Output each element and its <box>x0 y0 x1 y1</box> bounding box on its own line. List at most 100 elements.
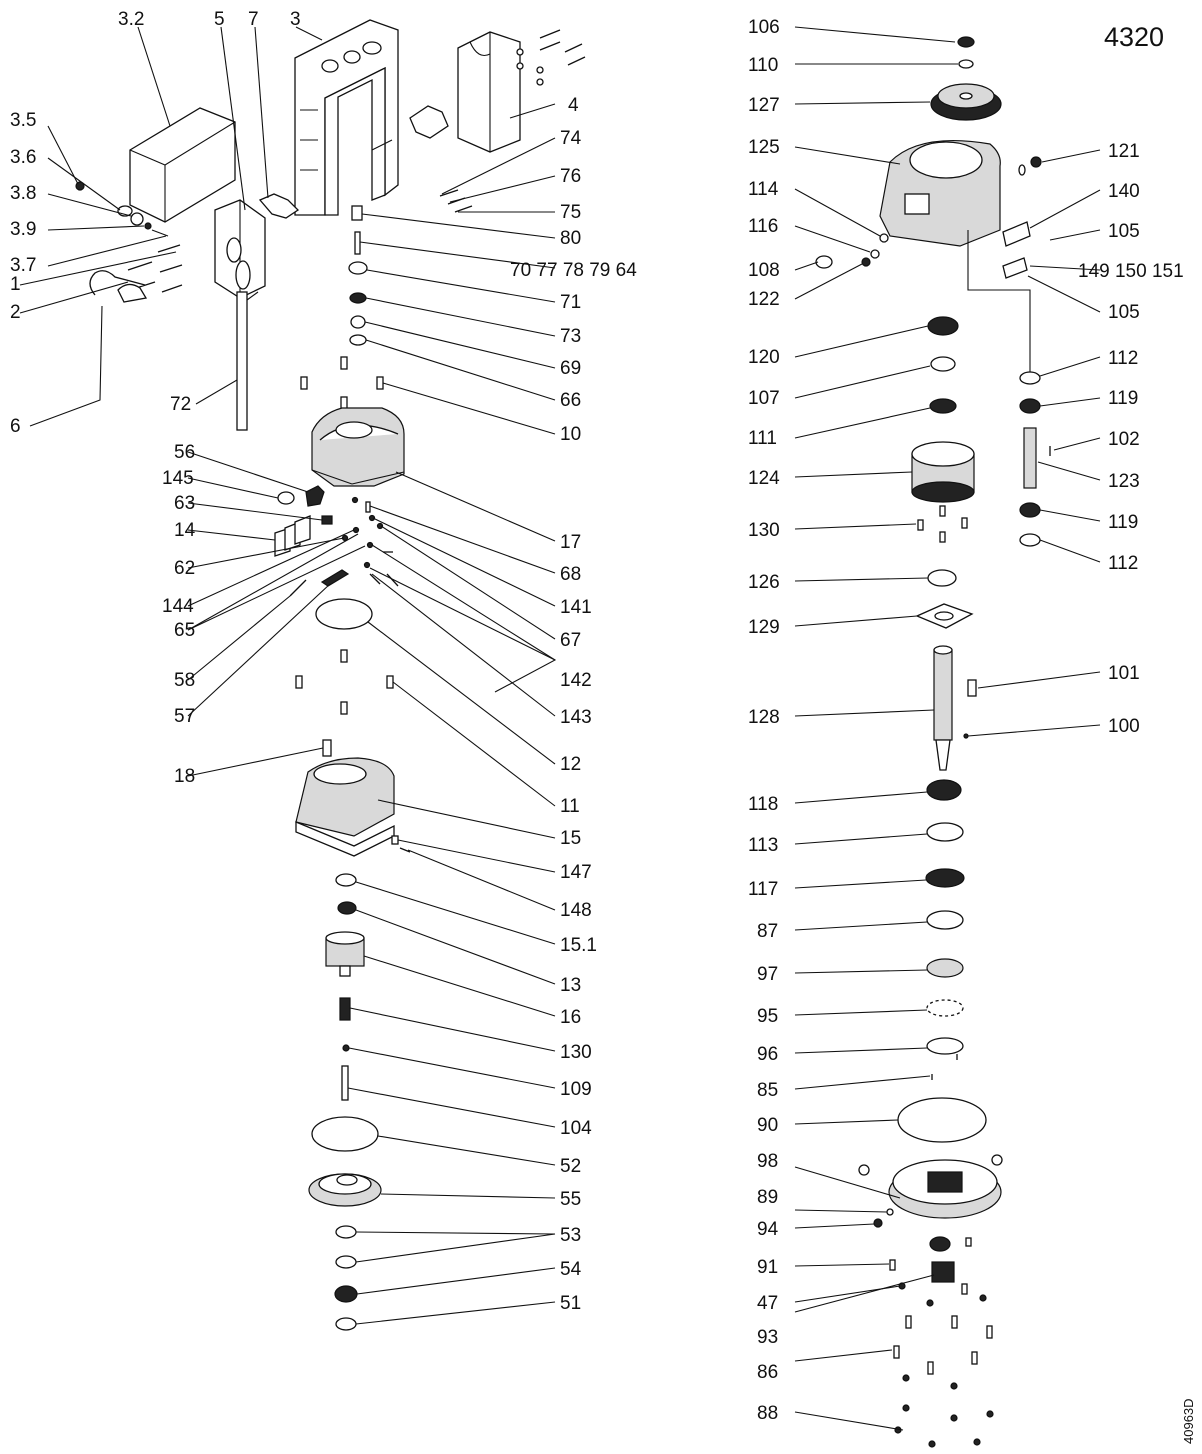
callout-102: 102 <box>1108 429 1140 450</box>
callout-85: 85 <box>757 1080 778 1101</box>
callout-86: 86 <box>757 1362 778 1383</box>
callout-76: 76 <box>560 166 581 187</box>
part-spur-gear <box>325 931 365 977</box>
leader-lines <box>19 26 1101 1431</box>
callout-3-6: 3.6 <box>10 147 36 168</box>
callout-117: 117 <box>748 879 778 900</box>
callout-17: 17 <box>560 532 581 553</box>
callout-67: 67 <box>560 630 581 651</box>
part-lever <box>235 260 259 431</box>
callout-142: 142 <box>560 670 592 691</box>
callout-119-b: 119 <box>1108 512 1138 533</box>
callout-124: 124 <box>748 468 780 489</box>
callout-93: 93 <box>757 1327 778 1348</box>
part-gear-housing <box>879 139 1001 247</box>
callout-2: 2 <box>10 302 21 323</box>
callout-3-7: 3.7 <box>10 255 36 276</box>
callout-56: 56 <box>174 442 195 463</box>
callout-128: 128 <box>748 707 780 728</box>
callout-105-a: 105 <box>1108 221 1140 242</box>
callout-62: 62 <box>174 558 195 579</box>
callout-130-center: 130 <box>560 1042 592 1063</box>
callout-130-right: 130 <box>748 520 780 541</box>
callout-69: 69 <box>560 358 581 379</box>
callout-100: 100 <box>1108 716 1140 737</box>
callout-126: 126 <box>748 572 780 593</box>
callout-6: 6 <box>10 416 21 437</box>
part-top-gear <box>930 83 1002 121</box>
callout-95: 95 <box>757 1006 778 1027</box>
callout-15: 15 <box>560 828 581 849</box>
callout-121: 121 <box>1108 141 1140 162</box>
part-output-shaft <box>933 645 953 771</box>
callout-112-b: 112 <box>1108 553 1138 574</box>
callout-120: 120 <box>748 347 780 368</box>
callout-18: 18 <box>174 766 195 787</box>
part-bracket-plate <box>129 107 236 223</box>
callout-119-a: 119 <box>1108 388 1138 409</box>
callout-1: 1 <box>10 274 21 295</box>
callout-63: 63 <box>174 493 195 514</box>
callout-141: 141 <box>560 597 592 618</box>
callout-4: 4 <box>568 95 579 116</box>
callout-3: 3 <box>290 9 301 30</box>
callout-52: 52 <box>560 1156 581 1177</box>
callout-108: 108 <box>748 260 780 281</box>
callout-140: 140 <box>1108 181 1140 202</box>
callout-12: 12 <box>560 754 581 775</box>
callout-10: 10 <box>560 424 581 445</box>
callout-14: 14 <box>174 520 196 541</box>
callout-16: 16 <box>560 1007 581 1028</box>
callout-13: 13 <box>560 975 581 996</box>
part-top-housing <box>311 407 405 487</box>
callout-88: 88 <box>757 1403 778 1424</box>
part-drawings <box>75 19 586 1331</box>
callout-149-150-151: 149 150 151 <box>1078 261 1184 282</box>
callout-labels: 4320 40963D 106 110 127 125 121 114 140 … <box>10 9 1196 1444</box>
callout-3-5: 3.5 <box>10 110 36 131</box>
part-output-flange <box>888 1159 1002 1219</box>
callout-122: 122 <box>748 289 780 310</box>
callout-107: 107 <box>748 388 780 409</box>
part-nut-93 <box>931 1261 955 1283</box>
callout-123: 123 <box>1108 471 1140 492</box>
callout-111: 111 <box>748 428 777 449</box>
part-main-frame <box>294 19 399 216</box>
callout-3-2: 3.2 <box>118 9 144 30</box>
callout-73: 73 <box>560 326 581 347</box>
callout-147: 147 <box>560 862 592 883</box>
callout-109: 109 <box>560 1079 592 1100</box>
callout-58: 58 <box>174 670 195 691</box>
part-worm-wheel <box>911 441 975 503</box>
drawing-number: 40963D <box>1181 1398 1196 1444</box>
callout-125: 125 <box>748 137 780 158</box>
callout-47: 47 <box>757 1293 778 1314</box>
callout-148: 148 <box>560 900 592 921</box>
callout-116: 116 <box>748 216 778 237</box>
callout-106: 106 <box>748 17 780 38</box>
callout-74: 74 <box>560 128 582 149</box>
callout-7: 7 <box>248 9 259 30</box>
callout-54: 54 <box>560 1259 582 1280</box>
callout-57: 57 <box>174 706 195 727</box>
callout-112-a: 112 <box>1108 348 1138 369</box>
callout-105-b: 105 <box>1108 302 1140 323</box>
callout-55: 55 <box>560 1189 581 1210</box>
callout-72: 72 <box>170 394 191 415</box>
callout-3-8: 3.8 <box>10 183 36 204</box>
callout-5: 5 <box>214 9 225 30</box>
callout-80: 80 <box>560 228 581 249</box>
callout-144: 144 <box>162 596 194 617</box>
drawing-title: 4320 <box>1104 22 1164 52</box>
callout-91: 91 <box>757 1257 778 1278</box>
callout-104: 104 <box>560 1118 592 1139</box>
callout-114: 114 <box>748 179 779 200</box>
part-bottom-cover <box>308 1173 382 1207</box>
callout-75: 75 <box>560 202 581 223</box>
callout-65: 65 <box>174 620 195 641</box>
callout-70-77-78-79-64: 70 77 78 79 64 <box>510 260 637 281</box>
callout-94: 94 <box>757 1219 779 1240</box>
callout-3-9: 3.9 <box>10 219 36 240</box>
callout-145: 145 <box>162 468 194 489</box>
